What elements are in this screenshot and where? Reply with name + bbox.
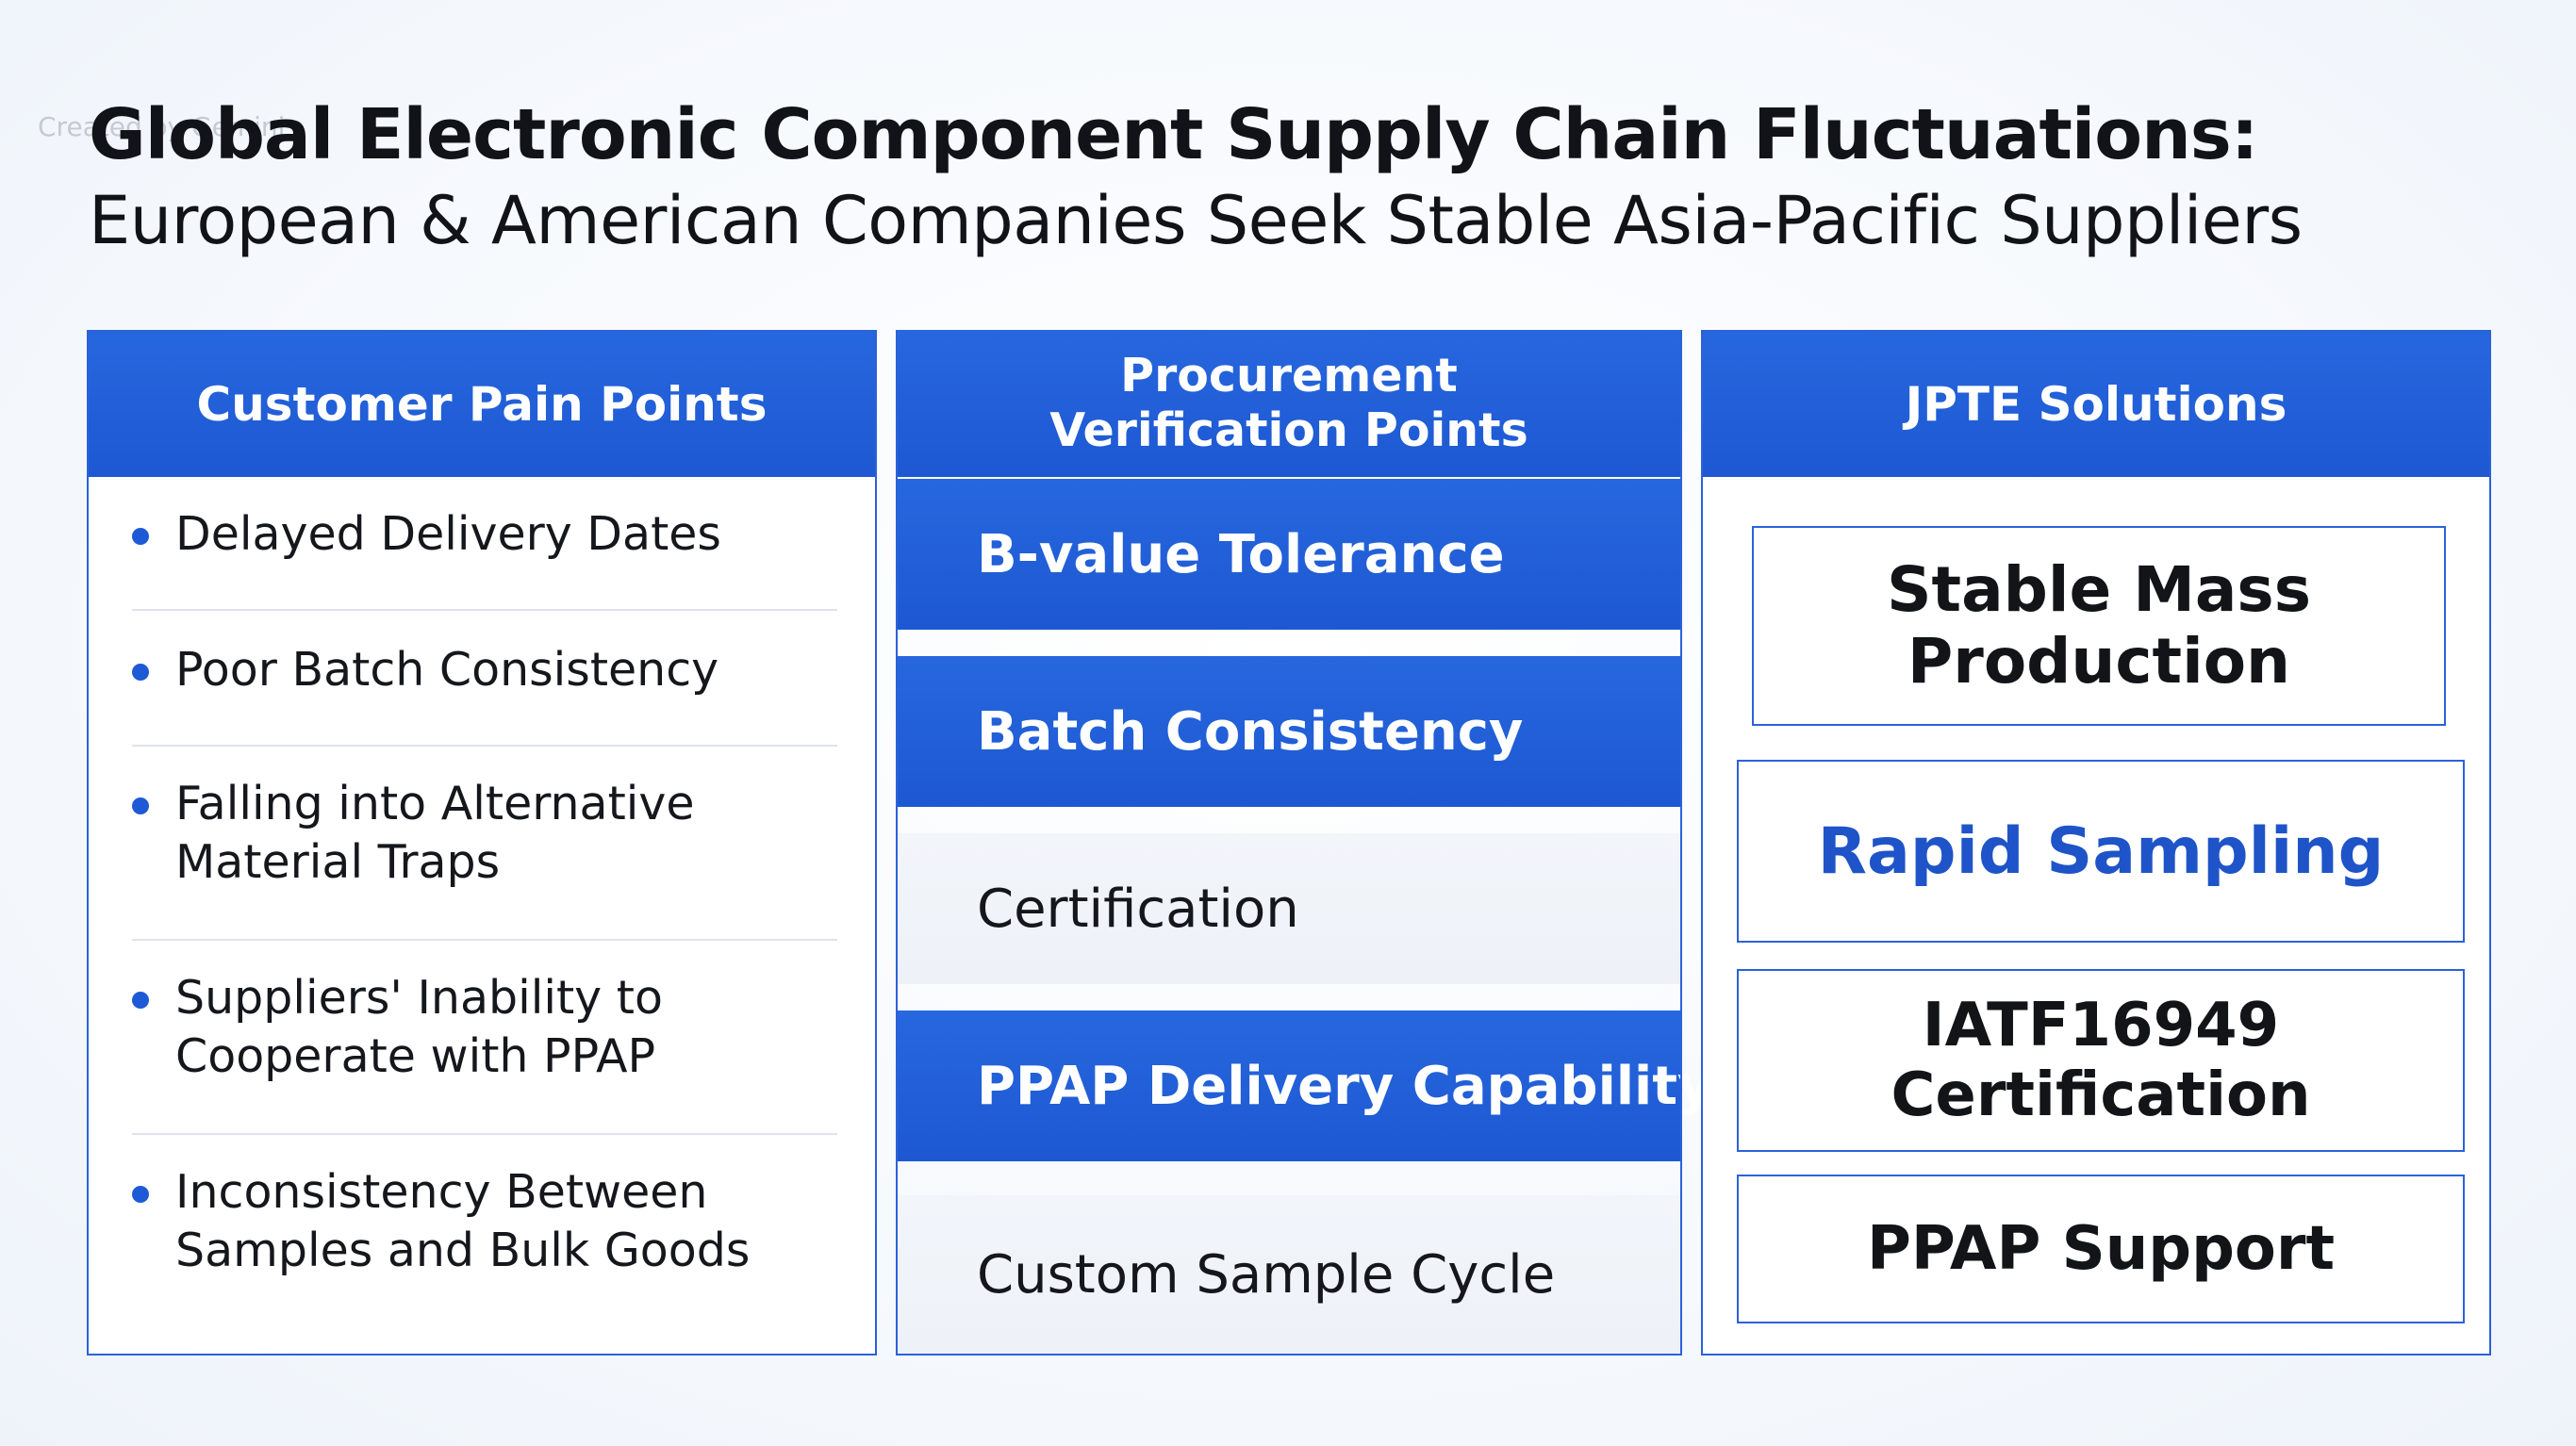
pain-item-4: Suppliers' Inability to Cooperate with P… xyxy=(132,969,837,1086)
procurement-item-label: PPAP Delivery Capability xyxy=(977,1055,1712,1117)
pain-item-label: Suppliers' Inability to Cooperate with P… xyxy=(175,971,663,1083)
procurement-item-5: Custom Sample Cycle xyxy=(896,1195,1682,1354)
bullet-icon xyxy=(132,992,149,1009)
bullet-icon xyxy=(132,664,149,681)
page-subtitle: European & American Companies Seek Stabl… xyxy=(89,182,2303,259)
bullet-icon xyxy=(132,1186,149,1203)
procurement-header-line2: Verification Points xyxy=(1049,403,1528,457)
divider xyxy=(132,745,837,747)
pain-item-label: Falling into Alternative Material Traps xyxy=(175,777,695,889)
procurement-item-2: Batch Consistency xyxy=(896,656,1682,807)
pain-item-2: Poor Batch Consistency xyxy=(132,641,837,699)
solution-card-line2: Production xyxy=(1907,625,2291,698)
pain-points-panel: Customer Pain Points Delayed Delivery Da… xyxy=(87,330,877,1356)
solution-card-line1: Stable Mass xyxy=(1886,553,2311,626)
pain-item-1: Delayed Delivery Dates xyxy=(132,505,837,564)
divider xyxy=(132,939,837,941)
bullet-icon xyxy=(132,797,149,814)
procurement-item-4: PPAP Delivery Capability xyxy=(896,1011,1712,1161)
solution-card-2: Rapid Sampling xyxy=(1737,760,2465,943)
procurement-item-label: Certification xyxy=(977,878,1299,940)
solution-card-line1: PPAP Support xyxy=(1866,1214,2336,1284)
solution-card-line1: Rapid Sampling xyxy=(1817,813,2385,889)
solution-card-line1: IATF16949 xyxy=(1922,991,2280,1060)
procurement-item-label: Custom Sample Cycle xyxy=(977,1243,1556,1306)
pain-item-label: Delayed Delivery Dates xyxy=(175,507,721,561)
procurement-item-1: B-value Tolerance xyxy=(896,479,1682,630)
procurement-header-line1: Procurement xyxy=(1120,349,1458,403)
procurement-item-3: Certification xyxy=(896,833,1682,984)
title-block: Global Electronic Component Supply Chain… xyxy=(89,92,2502,264)
procurement-panel: Procurement Verification Points B-value … xyxy=(896,330,1712,1356)
divider xyxy=(132,609,837,611)
pain-item-3: Falling into Alternative Material Traps xyxy=(132,775,837,892)
pain-item-5: Inconsistency Between Samples and Bulk G… xyxy=(132,1163,837,1280)
divider xyxy=(132,1133,837,1135)
procurement-item-label: B-value Tolerance xyxy=(977,523,1505,585)
procurement-header: Procurement Verification Points xyxy=(896,330,1682,477)
solution-card-3: IATF16949 Certification xyxy=(1737,969,2465,1152)
solution-card-1: Stable Mass Production xyxy=(1752,526,2446,726)
pain-item-label: Inconsistency Between Samples and Bulk G… xyxy=(175,1165,751,1277)
solution-card-4: PPAP Support xyxy=(1737,1175,2465,1323)
solutions-panel: JPTE Solutions Stable Mass Production Ra… xyxy=(1701,330,2491,1356)
watermark: Created by Gemini xyxy=(38,111,286,142)
pain-points-header: Customer Pain Points xyxy=(89,332,875,477)
page-title: Global Electronic Component Supply Chain… xyxy=(89,94,2258,175)
procurement-item-label: Batch Consistency xyxy=(977,700,1524,763)
solution-card-line2: Certification xyxy=(1891,1060,2311,1130)
bullet-icon xyxy=(132,528,149,545)
pain-item-label: Poor Batch Consistency xyxy=(175,643,719,697)
solutions-header: JPTE Solutions xyxy=(1703,332,2489,477)
